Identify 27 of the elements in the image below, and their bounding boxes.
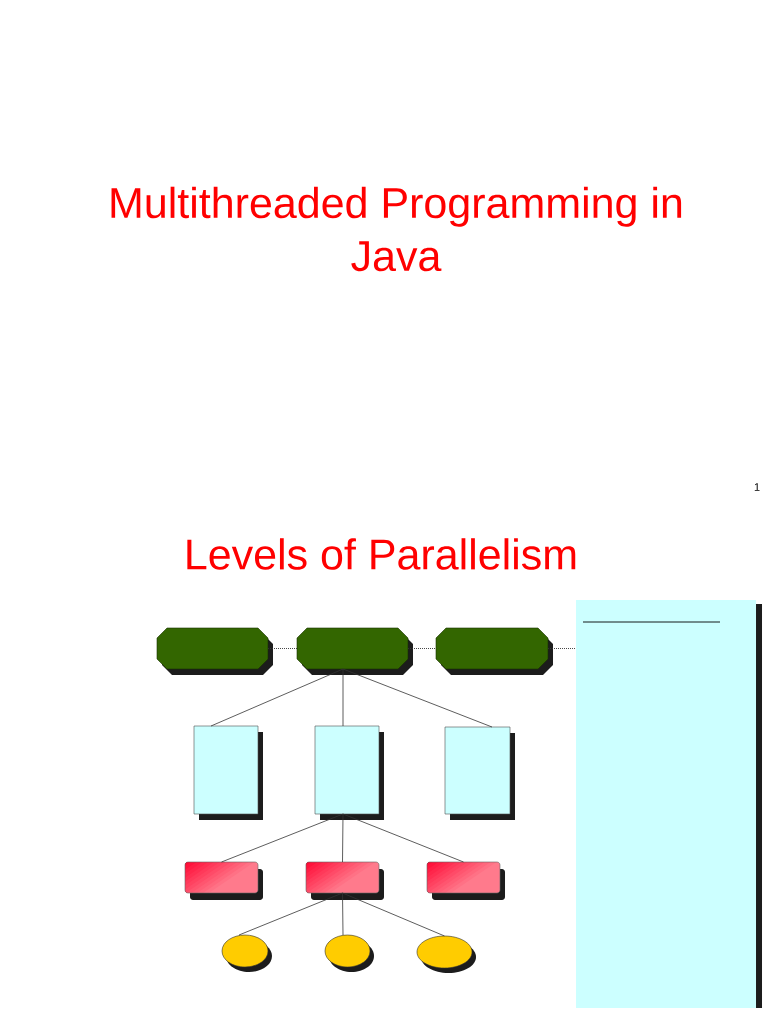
ellipse-shape — [324, 934, 374, 972]
connector-line — [221, 813, 344, 863]
connector-line — [342, 668, 344, 727]
side-panel — [576, 600, 762, 1008]
connector-line — [342, 813, 464, 863]
connector-line — [342, 813, 344, 863]
dotted-line — [547, 648, 577, 649]
dotted-line — [267, 648, 298, 649]
dotted-line — [407, 648, 437, 649]
octagon-box — [156, 627, 273, 675]
connector-line — [342, 668, 493, 728]
slide-title: Multithreaded Programming in Java — [111, 186, 682, 272]
rounded-box — [426, 861, 505, 900]
rounded-box — [305, 861, 384, 900]
ellipse-shape — [221, 934, 272, 972]
connector-line — [238, 892, 343, 936]
octagon-box — [435, 627, 553, 675]
slide-title: Levels of Parallelism — [187, 538, 576, 570]
ellipse-shape — [416, 935, 476, 973]
connector-line — [342, 892, 344, 936]
rounded-box — [184, 861, 263, 900]
rectangle-box — [193, 725, 263, 820]
page-number: 1 — [754, 483, 760, 491]
connector-line — [342, 892, 445, 937]
octagon-box — [296, 627, 413, 675]
rectangle-box — [314, 725, 384, 820]
rectangle-box — [444, 726, 515, 820]
